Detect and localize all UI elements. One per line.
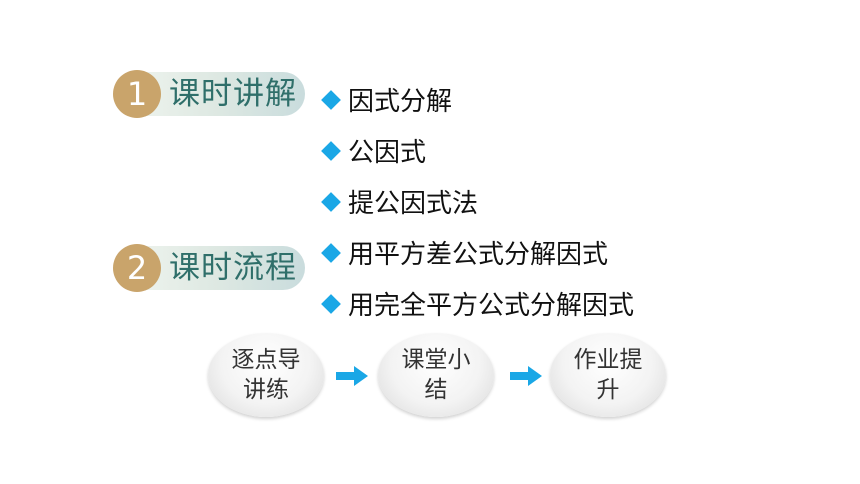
flow-step-practice[interactable]: 逐点导讲练 xyxy=(208,333,324,417)
section-number: 2 xyxy=(113,244,161,292)
diamond-bullet-icon xyxy=(321,191,341,212)
topic-text: 用完全平方公式分解因式 xyxy=(348,291,635,321)
section-label: 课时流程 xyxy=(169,250,297,286)
list-item: 用完全平方公式分解因式 xyxy=(318,278,634,329)
topic-list: 因式分解 公因式 提公因式法 用平方差公式分解因式 用完全平方公式分解因式 xyxy=(318,74,634,329)
diamond-bullet-icon xyxy=(321,242,341,263)
list-item: 提公因式法 xyxy=(318,176,634,227)
topic-text: 因式分解 xyxy=(348,87,453,117)
topic-text: 提公因式法 xyxy=(348,189,479,219)
diamond-bullet-icon xyxy=(321,89,341,110)
topic-text: 用平方差公式分解因式 xyxy=(348,240,609,270)
list-item: 因式分解 xyxy=(318,74,634,125)
flow-step-label: 逐点导讲练 xyxy=(231,347,301,403)
list-item: 用平方差公式分解因式 xyxy=(318,227,634,278)
topic-text: 公因式 xyxy=(348,138,427,168)
section-badge-process: 2 课时流程 xyxy=(113,244,305,292)
diamond-bullet-icon xyxy=(321,293,341,314)
arrow-right-icon xyxy=(336,366,368,386)
arrow-right-icon xyxy=(510,366,542,386)
flow-step-summary[interactable]: 课堂小结 xyxy=(378,333,494,417)
section-badge-lecture: 1 课时讲解 xyxy=(113,70,305,118)
diamond-bullet-icon xyxy=(321,140,341,161)
flow-step-label: 作业提升 xyxy=(573,347,643,403)
section-number: 1 xyxy=(113,70,161,118)
list-item: 公因式 xyxy=(318,125,634,176)
flow-step-homework[interactable]: 作业提升 xyxy=(550,333,666,417)
section-label: 课时讲解 xyxy=(169,76,297,112)
flow-step-label: 课堂小结 xyxy=(401,347,471,403)
